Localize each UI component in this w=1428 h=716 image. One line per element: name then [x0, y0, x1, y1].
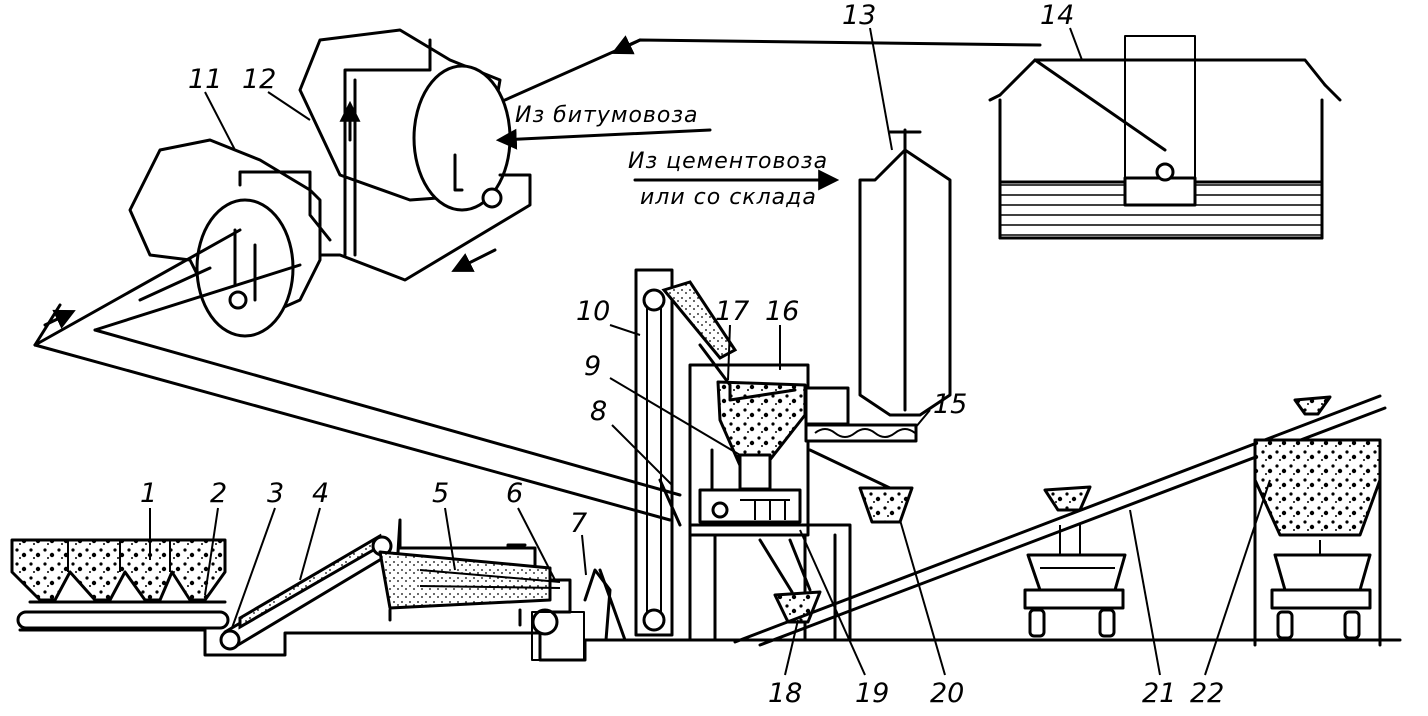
screw-conveyor [804, 423, 918, 443]
label-17: 17 [715, 296, 749, 327]
label-15: 15 [933, 389, 967, 420]
label-22: 22 [1190, 678, 1224, 709]
bitumen-pipeline [33, 35, 1042, 527]
powder-dispenser [808, 448, 914, 524]
label-11: 11 [188, 64, 222, 95]
label-1: 1 [140, 478, 157, 509]
label-21: 21 [1142, 678, 1176, 709]
label-12: 12 [242, 64, 276, 95]
hot-elevator [634, 268, 738, 637]
cement-source-caption-line2: или со склада [640, 185, 817, 210]
drying-drum [378, 518, 561, 627]
label-10: 10 [576, 296, 610, 327]
label-9: 9 [584, 351, 601, 382]
cement-silo [858, 128, 952, 417]
storage-bunker [1253, 438, 1382, 647]
leader-lines [149, 27, 1271, 676]
label-6: 6 [506, 478, 523, 509]
label-20: 20 [930, 678, 964, 709]
label-4: 4 [312, 478, 329, 509]
cement-source-caption-line1: Из цементовоза [628, 149, 828, 174]
label-18: 18 [768, 678, 802, 709]
label-14: 14 [1040, 0, 1074, 31]
bitumen-boiler [128, 138, 332, 338]
aggregate-hoppers [10, 538, 230, 630]
label-3: 3 [267, 478, 284, 509]
label-2: 2 [210, 478, 227, 509]
label-8: 8 [590, 396, 607, 427]
water-tank [988, 35, 1342, 240]
fan-unit [531, 568, 627, 661]
label-5: 5 [432, 478, 449, 509]
bitumen-tank [298, 28, 512, 212]
label-16: 16 [765, 296, 799, 327]
label-13: 13 [842, 0, 876, 31]
mixing-tower [688, 343, 852, 642]
label-19: 19 [855, 678, 889, 709]
truck-left [1023, 525, 1127, 638]
label-7: 7 [570, 508, 587, 539]
bitumen-source-caption: Из битумовоза [515, 103, 699, 128]
